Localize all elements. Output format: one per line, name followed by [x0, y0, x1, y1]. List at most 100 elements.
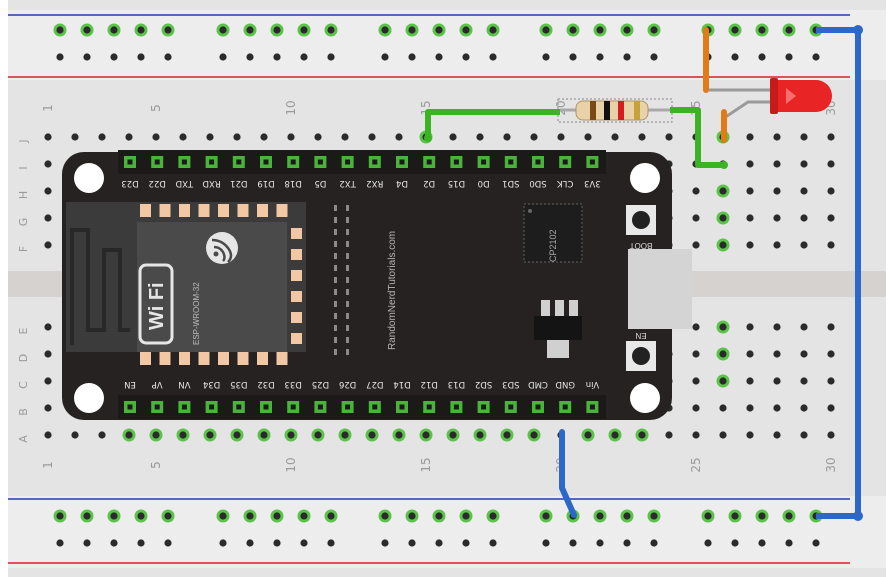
esp32-pins	[124, 156, 599, 413]
top-pin-label: D18	[285, 178, 302, 188]
rail-hole	[489, 53, 497, 61]
hole	[773, 431, 781, 439]
rail-hole	[164, 26, 172, 34]
esp-pin-hole	[399, 404, 405, 410]
esp-pin-hole	[236, 404, 242, 410]
rail-hole	[623, 539, 631, 547]
hole	[800, 404, 808, 412]
rail-hole	[435, 26, 443, 34]
hole	[692, 214, 700, 222]
hole	[557, 133, 565, 141]
rail-hole	[56, 26, 64, 34]
brand-text: RandomNerdTutorials.com	[387, 231, 398, 350]
top-pin-label: D22	[149, 178, 166, 188]
hole	[584, 431, 592, 439]
row-label: I	[17, 166, 30, 169]
trace-dot	[346, 337, 349, 343]
rail-hole	[164, 539, 172, 547]
rail-hole	[83, 512, 91, 520]
esp-pin-hole	[399, 159, 405, 165]
hole	[476, 133, 484, 141]
row-label: H	[17, 191, 30, 199]
rail-hole	[785, 53, 793, 61]
top-pin-label: D21	[230, 178, 247, 188]
hole	[260, 133, 268, 141]
hole	[692, 241, 700, 249]
esp-pin-hole	[535, 404, 541, 410]
hole	[584, 133, 592, 141]
hole	[314, 431, 322, 439]
rail-hole	[569, 26, 577, 34]
espressif-logo-icon	[206, 232, 238, 264]
top-pin-label: D2	[423, 178, 435, 188]
hole	[611, 133, 619, 141]
hole	[314, 133, 322, 141]
hole	[449, 431, 457, 439]
rail-hole	[489, 539, 497, 547]
bottom-pin-label: VN	[178, 379, 190, 389]
trace-dot	[334, 265, 337, 271]
row-label: B	[17, 408, 30, 416]
hole	[476, 431, 484, 439]
circuit-wires	[424, 25, 863, 521]
hole	[44, 214, 52, 222]
rail-hole	[327, 53, 335, 61]
hole	[179, 133, 187, 141]
rail-hole	[731, 512, 739, 520]
rail-hole	[650, 26, 658, 34]
en-button[interactable]: EN	[626, 331, 656, 371]
blue-wire-rail	[816, 27, 861, 519]
rail-hole	[56, 53, 64, 61]
module-pad	[276, 204, 288, 217]
top-pin-label: CLK	[557, 178, 574, 188]
hole	[449, 133, 457, 141]
rail-hole	[381, 512, 389, 520]
usb-connector[interactable]	[628, 249, 692, 329]
blue-wire-gnd	[559, 429, 577, 518]
row-label: E	[17, 327, 30, 334]
hole	[692, 323, 700, 331]
module-pad	[179, 352, 190, 365]
esp-pin-hole	[290, 404, 296, 410]
bottom-pin-label: D32	[257, 379, 274, 389]
hole	[179, 431, 187, 439]
rail-hole	[300, 539, 308, 547]
rail-hole	[219, 26, 227, 34]
hole	[692, 350, 700, 358]
green-wire-resistor	[670, 107, 724, 168]
hole	[233, 431, 241, 439]
rail-hole	[596, 539, 604, 547]
hole	[827, 187, 835, 195]
module-pad	[291, 333, 302, 344]
hole	[746, 214, 754, 222]
hole	[125, 133, 133, 141]
module-pad	[276, 352, 288, 365]
hole	[719, 323, 727, 331]
column-label: 15	[419, 457, 433, 472]
top-pin-label: D23	[121, 178, 138, 188]
hole	[800, 431, 808, 439]
bottom-pin-label: SD2	[475, 379, 492, 389]
rail-hole	[246, 26, 254, 34]
rail-hole	[273, 539, 281, 547]
boot-button[interactable]: BOOT	[626, 205, 656, 250]
column-label: 30	[824, 457, 838, 472]
trace-dot	[334, 325, 337, 331]
rail-hole	[246, 53, 254, 61]
module-pad	[291, 291, 302, 302]
top-pin-label: D19	[257, 178, 274, 188]
rail-hole	[83, 53, 91, 61]
hole	[125, 431, 133, 439]
rail-hole	[731, 53, 739, 61]
esp-pin-hole	[453, 159, 459, 165]
esp-pin-hole	[127, 404, 133, 410]
esp-pin-hole	[481, 404, 487, 410]
rail-hole	[56, 512, 64, 520]
esp32-board: Wi Fi ESP-WROOM-32 RandomNerdTutorials.c…	[62, 150, 692, 420]
esp-pin-hole	[290, 159, 296, 165]
top-pin-label: TXD	[175, 178, 194, 188]
column-label: 25	[689, 457, 703, 472]
esp-pin-hole	[453, 404, 459, 410]
hole	[773, 323, 781, 331]
